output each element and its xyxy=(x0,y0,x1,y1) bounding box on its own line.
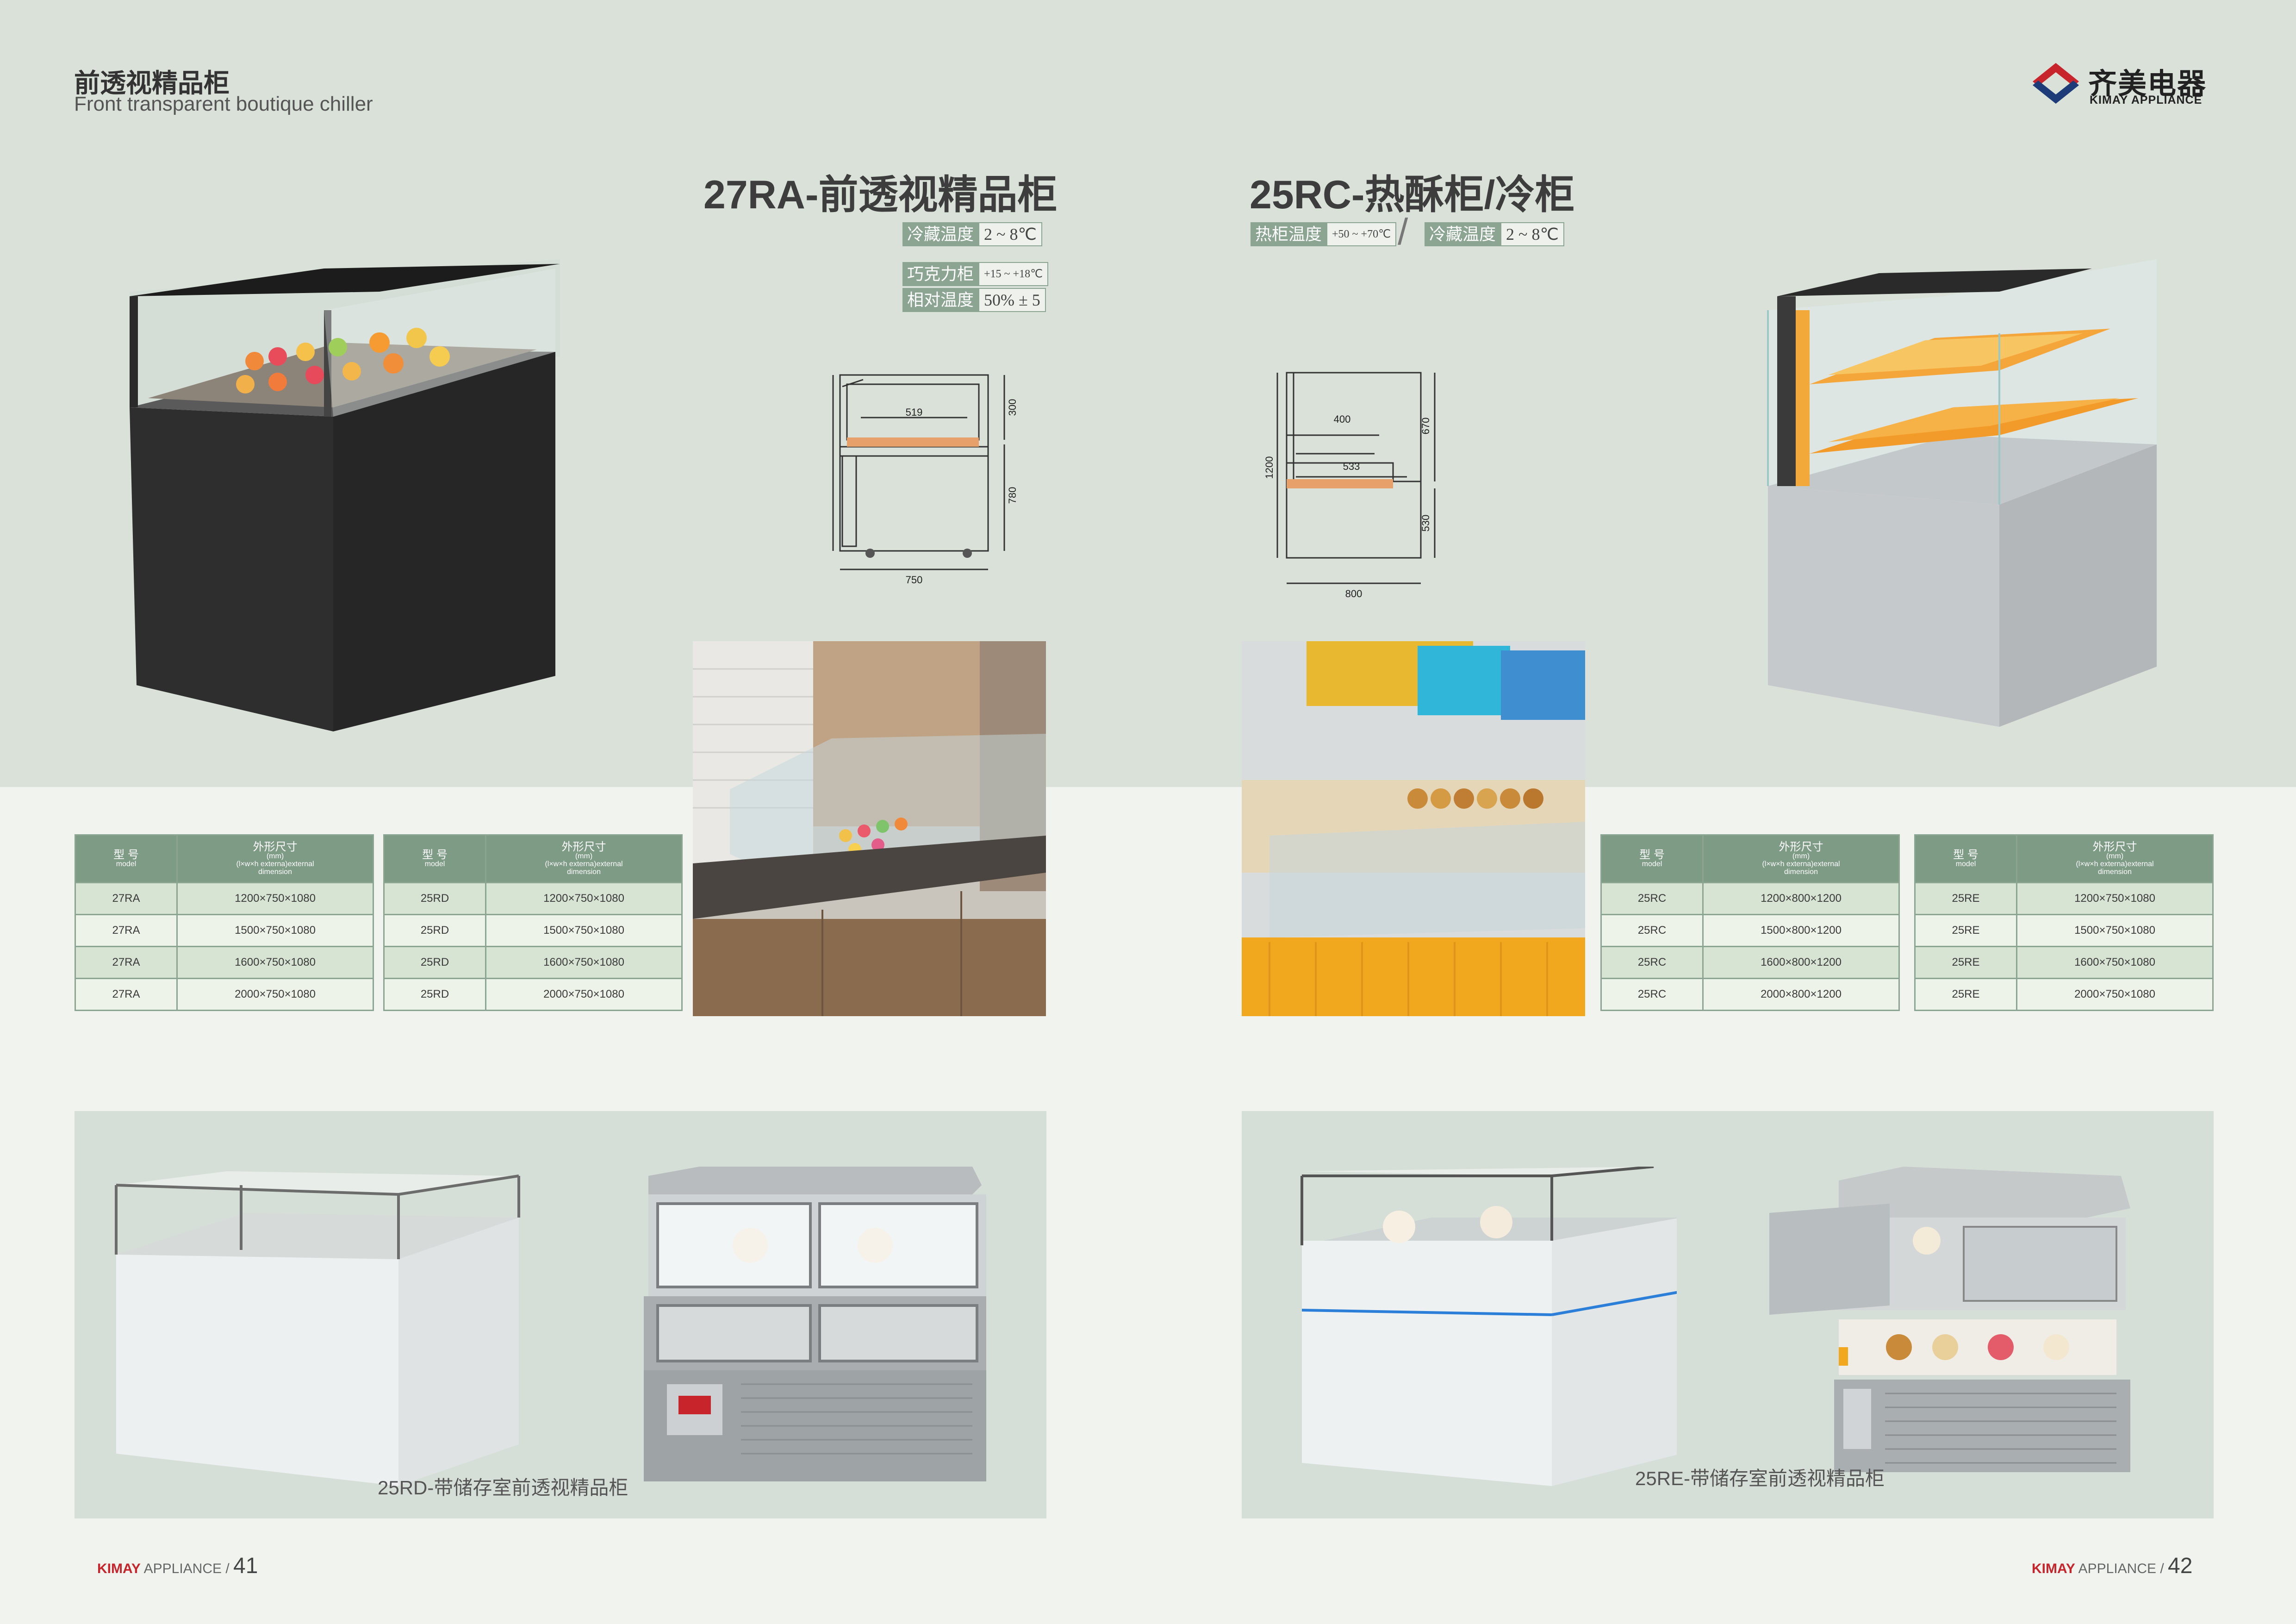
caption-25rd: 25RD-带储存室前透视精品柜 xyxy=(378,1477,628,1499)
dimension-label: 670 xyxy=(1420,418,1431,435)
spec-label: 相对温度 xyxy=(902,288,979,312)
dimension-label: 750 xyxy=(906,574,923,586)
photo-27ra-installation xyxy=(693,641,1046,1016)
spec-27ra-chocolate: 巧克力柜 +15 ~ +18℃ xyxy=(902,262,1049,286)
spec-value: +50 ~ +70℃ xyxy=(1326,222,1397,246)
spec-value: 2 ~ 8℃ xyxy=(978,222,1042,246)
footer-brand-rest: APPLIANCE xyxy=(140,1561,222,1576)
technical-drawing-25rc: 400 670 533 1200 530 800 xyxy=(1263,372,1436,597)
product-image-25rc xyxy=(1767,259,2157,727)
spec-label: 冷藏温度 xyxy=(1425,222,1501,246)
page-number: 42 xyxy=(2168,1554,2193,1578)
spec-label: 巧克力柜 xyxy=(902,262,979,286)
dimension-label: 300 xyxy=(1007,399,1018,416)
dimension-label: 1200 xyxy=(1263,456,1275,479)
dimension-label: 780 xyxy=(1007,487,1018,504)
footer-brand-rest: APPLIANCE xyxy=(2075,1561,2156,1576)
footer-separator: / xyxy=(2156,1561,2168,1576)
product-title-27ra: 27RA-前透视精品柜 xyxy=(703,173,1058,217)
brand-name-cn: 齐美电器 xyxy=(2088,68,2207,100)
footer-left: KIMAY APPLIANCE / 41 xyxy=(97,1553,258,1579)
spec-25rc-hot: 热柜温度 +50 ~ +70℃ xyxy=(1251,222,1397,246)
photo-25rc-installation xyxy=(1242,641,1585,1016)
spec-value: 50% ± 5 xyxy=(978,288,1046,312)
dimension-label: 530 xyxy=(1420,515,1431,532)
footer-separator: / xyxy=(222,1561,234,1576)
pastry-decor xyxy=(236,328,450,394)
dimension-label: 519 xyxy=(906,406,923,418)
section-title-en: Front transparent boutique chiller xyxy=(74,93,373,115)
spec-27ra-cooling: 冷藏温度 2 ~ 8℃ xyxy=(902,222,1042,246)
product-image-27ra xyxy=(130,259,560,731)
product-image-25rd-glass xyxy=(115,1171,520,1486)
product-title-25rc: 25RC-热酥柜/冷柜 xyxy=(1250,173,1575,217)
product-image-25re-storage xyxy=(1769,1167,2130,1472)
spec-value: 2 ~ 8℃ xyxy=(1500,222,1564,246)
product-image-25rd-stainless xyxy=(644,1167,986,1481)
panel-25re: 25RE-带储存室前透视精品柜 xyxy=(1242,1111,2214,1518)
product-image-25re-glass xyxy=(1300,1167,1677,1486)
section-title-cn: 前透视精品柜 xyxy=(74,69,230,98)
page-number: 41 xyxy=(233,1554,258,1578)
technical-drawing-27ra: 519 300 1080 780 750 xyxy=(828,374,1018,586)
spec-label: 冷藏温度 xyxy=(902,222,979,246)
spec-separator: / xyxy=(1398,211,1408,252)
dimension-label: 800 xyxy=(1345,588,1363,597)
spec-label: 热柜温度 xyxy=(1251,222,1327,246)
brand-mark-icon xyxy=(2033,63,2079,104)
spec-25rc-cooling: 冷藏温度 2 ~ 8℃ xyxy=(1425,222,1564,246)
dimension-label: 533 xyxy=(1343,461,1360,472)
bread-decor xyxy=(1407,788,1543,809)
dimension-label: 400 xyxy=(1334,413,1351,425)
brand-name-en: KIMAY APPLIANCE xyxy=(2090,94,2203,106)
footer-right: KIMAY APPLIANCE / 42 xyxy=(2032,1553,2192,1579)
footer-brand-red: KIMAY xyxy=(97,1561,141,1576)
spec-27ra-humidity: 相对温度 50% ± 5 xyxy=(902,288,1046,312)
dimension-label: 1080 xyxy=(828,461,831,484)
footer-brand-red: KIMAY xyxy=(2032,1561,2075,1576)
brand-logo: 齐美电器 KIMAY APPLIANCE xyxy=(2027,56,2221,106)
caption-25re: 25RE-带储存室前透视精品柜 xyxy=(1635,1468,1885,1489)
panel-25rd: 25RD-带储存室前透视精品柜 xyxy=(75,1111,1046,1518)
spec-value: +15 ~ +18℃ xyxy=(978,262,1049,286)
